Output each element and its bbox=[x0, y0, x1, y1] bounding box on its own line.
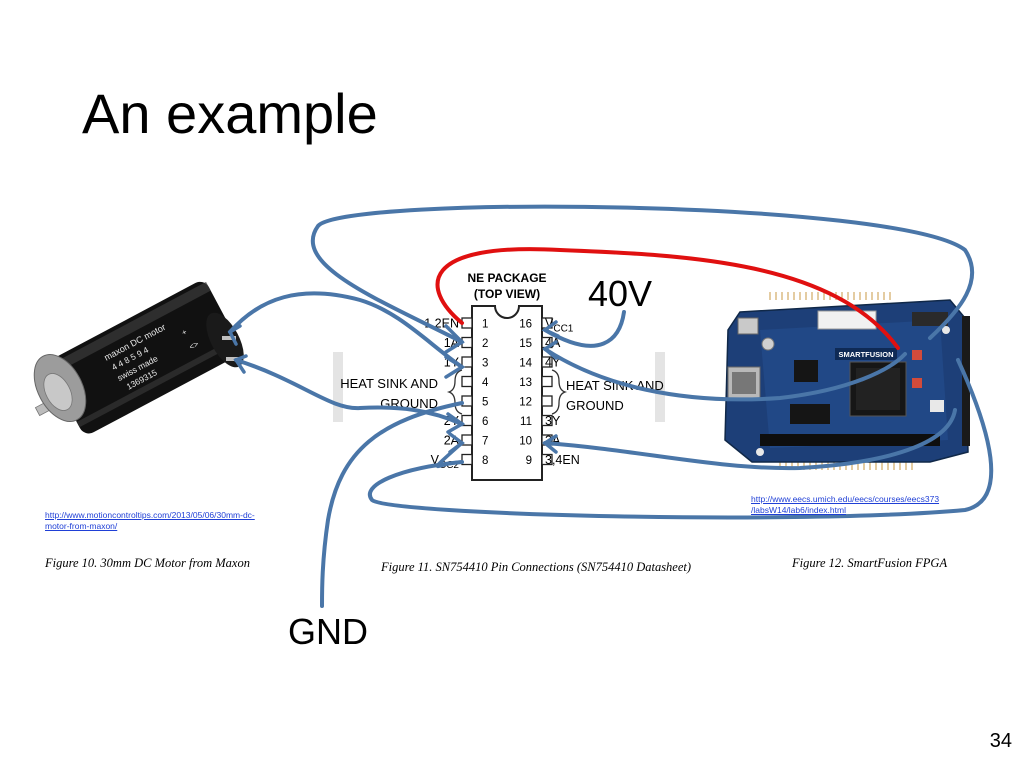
dc-motor-image: maxon DC motor 4 4 8 5 9 4 swiss made 13… bbox=[33, 281, 244, 434]
sn754410-pinout: NE PACKAGE (TOP VIEW) 11,2EN21A31Y4562Y7… bbox=[333, 271, 665, 481]
motor-caption: Figure 10. 30mm DC Motor from Maxon bbox=[45, 556, 250, 570]
blue-wire-motor-negative bbox=[234, 358, 464, 426]
board-source-link[interactable]: http://www.eecs.umich.edu/eecs/courses/e… bbox=[751, 494, 939, 516]
right-pin-number-15: 15 bbox=[519, 338, 532, 350]
page-number: 34 bbox=[989, 730, 1012, 752]
right-pin-sub-16: CC1 bbox=[553, 324, 573, 335]
left-pin-number-6: 6 bbox=[482, 416, 488, 428]
left-pin-8 bbox=[461, 453, 473, 466]
right-pin-13 bbox=[541, 375, 553, 388]
left-pin-6 bbox=[461, 414, 473, 427]
right-brace bbox=[551, 369, 568, 415]
blue-wire-4a bbox=[543, 347, 907, 402]
left-pin-number-7: 7 bbox=[482, 436, 488, 448]
board-source-link-line1[interactable]: http://www.eecs.umich.edu/eecs/courses/e… bbox=[751, 494, 940, 504]
left-pin-5 bbox=[461, 395, 473, 407]
right-pin-number-9: 9 bbox=[526, 455, 532, 467]
right-pin-number-14: 14 bbox=[519, 358, 532, 370]
wires bbox=[228, 204, 994, 608]
right-pin-9 bbox=[541, 453, 553, 466]
right-pin-number-12: 12 bbox=[519, 397, 532, 409]
board-caption: Figure 12. SmartFusion FPGA bbox=[792, 556, 948, 570]
blue-wire-40v bbox=[543, 310, 626, 348]
right-pin-12 bbox=[541, 395, 553, 407]
package-title: NE PACKAGE bbox=[467, 271, 546, 285]
right-pin-number-10: 10 bbox=[519, 436, 532, 448]
board-logo-text: SMARTFUSION bbox=[839, 350, 894, 359]
left-pin-number-1: 1 bbox=[482, 319, 488, 331]
voltage-label: 40V bbox=[588, 273, 653, 314]
blue-wire-3a bbox=[543, 408, 957, 471]
blue-wire-bottom-loop bbox=[368, 358, 994, 520]
package-subtitle: (TOP VIEW) bbox=[474, 287, 540, 301]
right-pin-14 bbox=[541, 356, 553, 368]
heat-sink-left-line1: HEAT SINK AND bbox=[340, 376, 438, 391]
board-source-link-line2[interactable]: /labsW14/lab6/index.html bbox=[751, 505, 846, 515]
red-wire-enable bbox=[435, 247, 900, 350]
heat-sink-right-line2: GROUND bbox=[566, 398, 624, 413]
left-pin-number-3: 3 bbox=[482, 358, 488, 370]
blue-wire-gnd bbox=[320, 401, 464, 608]
left-pin-label-1: 1,2EN bbox=[424, 317, 459, 331]
motor-source-link[interactable]: http://www.motioncontroltips.com/2013/05… bbox=[45, 510, 255, 531]
left-pin-3 bbox=[461, 356, 473, 368]
right-pin-number-16: 16 bbox=[519, 319, 532, 331]
left-pin-7 bbox=[461, 434, 473, 446]
left-pin-sub-8: CC2 bbox=[439, 460, 459, 471]
chip-body bbox=[471, 305, 543, 481]
left-brace bbox=[446, 369, 463, 415]
right-pin-number-13: 13 bbox=[519, 377, 532, 389]
motor-minus-text: <> bbox=[188, 339, 201, 351]
right-pin-number-11: 11 bbox=[520, 416, 532, 428]
left-pin-number-8: 8 bbox=[482, 455, 488, 467]
left-pin-number-4: 4 bbox=[482, 377, 489, 389]
left-pin-number-5: 5 bbox=[482, 397, 488, 409]
right-pin-label-11: 3Y bbox=[545, 414, 561, 428]
left-pin-4 bbox=[461, 375, 473, 388]
blue-wire-top-loop bbox=[310, 204, 975, 344]
blue-wire-motor-positive bbox=[228, 291, 464, 369]
ground-label: GND bbox=[288, 611, 368, 652]
motor-plus-text: + bbox=[180, 327, 189, 337]
left-pin-number-2: 2 bbox=[482, 338, 488, 350]
wire-arrowheads bbox=[227, 320, 560, 454]
slide-title: An example bbox=[82, 82, 378, 145]
right-pin-label-9: 3,4EN bbox=[545, 453, 580, 467]
smartfusion-board-image: SMARTFUSION bbox=[724, 292, 970, 470]
right-pin-11 bbox=[541, 414, 553, 427]
chip-caption: Figure 11. SN754410 Pin Connections (SN7… bbox=[381, 560, 692, 574]
